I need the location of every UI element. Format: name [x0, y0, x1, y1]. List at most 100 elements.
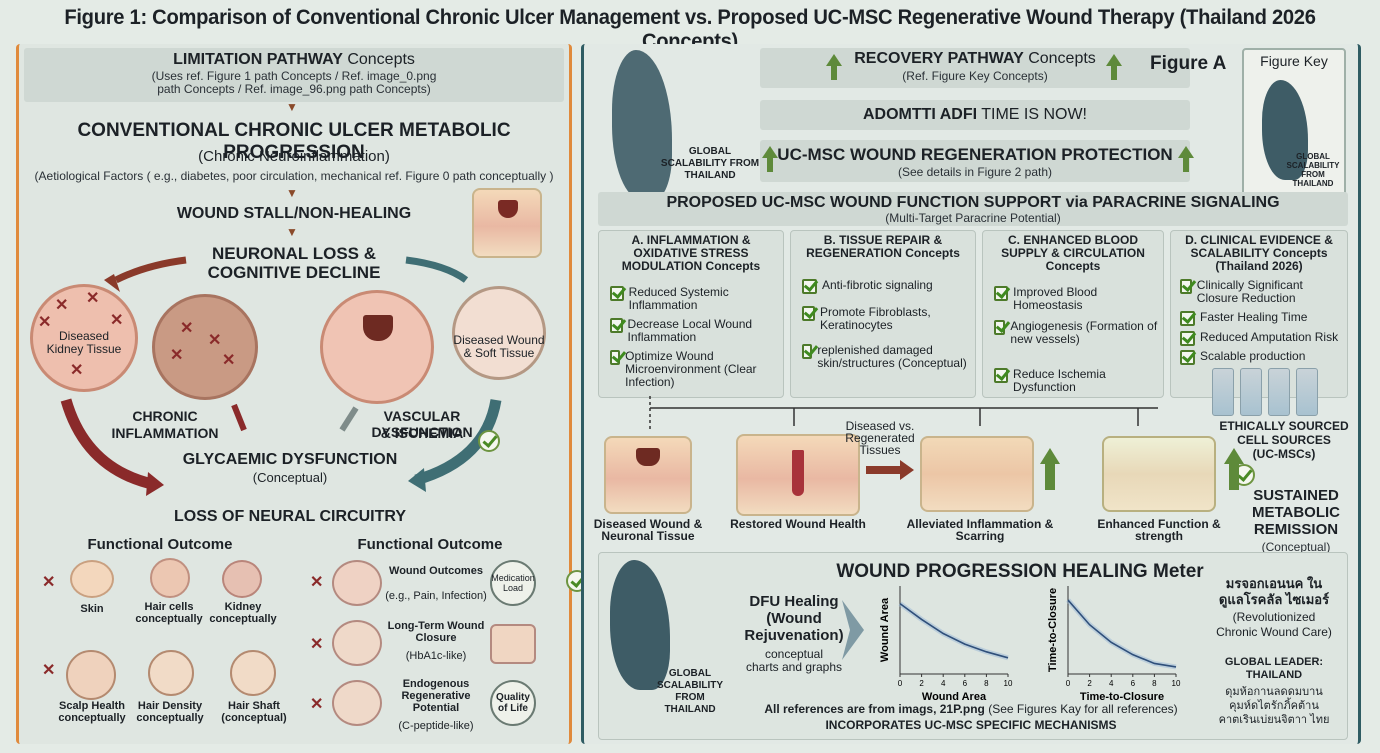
x-tick-label: 2 — [1087, 679, 1092, 688]
cross-icon: ✕ — [110, 312, 124, 329]
outcome-wound-title: Wound Outcomes — [389, 565, 483, 577]
cross-icon: ✕ — [70, 362, 84, 379]
cross-icon: ✕ — [38, 314, 52, 331]
ethically-3: (UC-MSCs) — [1252, 447, 1316, 461]
recovery-title: RECOVERY PATHWAY Concepts — [854, 50, 1096, 67]
time-now-label: ADOMTTI ADFI TIME IS NOW! — [863, 106, 1087, 123]
figure-key-scalability: GLOBAL SCALABILITY FROM THAILAND — [1286, 152, 1340, 188]
series-line — [1067, 599, 1177, 668]
column-c-title: C. ENHANCED BLOOD SUPPLY & CIRCULATION C… — [1001, 233, 1145, 273]
x-tick-label: 10 — [1004, 679, 1013, 688]
medication-load-badge: Medication Load — [490, 560, 536, 606]
brain-icon — [332, 560, 382, 606]
diseased-kidney-circle — [30, 284, 138, 392]
column-b-item: Promote Fibroblasts, Keratinocytes — [802, 306, 972, 332]
outcome-wound-sub: (e.g., Pain, Infection) — [385, 590, 487, 602]
wound-stall: WOUND STALL/NON-HEALING — [176, 205, 412, 222]
sustained-3: REMISSION — [1253, 521, 1339, 538]
ethically-2: CELL SOURCES — [1237, 433, 1331, 447]
outcome-closure-sub: (HbA1c-like) — [405, 650, 467, 662]
cross-icon: ✕ — [310, 574, 324, 591]
outcome-skin: Skin — [80, 603, 104, 615]
limitation-header — [24, 48, 564, 102]
right-arrow-icon — [866, 460, 914, 480]
checkbox-icon — [610, 350, 621, 365]
incorporates-line: INCORPORATES UC-MSC SPECIFIC MECHANISMS — [825, 718, 1117, 732]
cross-icon: ✕ — [310, 636, 324, 653]
support-title: PROPOSED UC-MSC WOUND FUNCTION SUPPORT v… — [666, 194, 1280, 211]
kidney-label-1: Diseased — [58, 329, 110, 343]
column-a — [598, 230, 784, 398]
x-axis-label: Time-to-Closure — [1080, 691, 1164, 700]
limitation-title: LIMITATION PATHWAY Concepts — [173, 51, 415, 68]
sustained-sub: (Conceptual) — [1261, 540, 1331, 554]
references-line: All references are from imags, 21P.png (… — [764, 702, 1178, 716]
series-line — [899, 602, 1009, 659]
chart-down-icon — [148, 650, 194, 696]
stage-alleviated-label: Alleviated Inflammation & Scarring — [906, 517, 1054, 543]
neuronal-loss-2: COGNITIVE DECLINE — [207, 263, 381, 282]
limitation-sub-2: path Concepts / Ref. image_96.png path C… — [157, 82, 431, 96]
column-b — [790, 230, 976, 398]
revolutionized-1: (Revolutionized — [1232, 610, 1316, 624]
column-d-item: Clinically Significant Closure Reduction — [1180, 279, 1344, 305]
cross-icon: ✕ — [170, 347, 184, 364]
time-now-band — [760, 100, 1190, 130]
checkbox-icon — [1180, 350, 1195, 365]
column-a-item: Reduced Systemic Inflammation — [610, 286, 780, 312]
checkbox-icon — [802, 344, 813, 359]
vials-icon — [1212, 368, 1340, 416]
chronic-label-1: CHRONIC — [132, 408, 198, 424]
x-tick-label: 6 — [963, 679, 968, 688]
global-scalability-bottom: GLOBAL SCALABILITY FROM THAILAND — [656, 668, 724, 715]
limitation-sub-1: (Uses ref. Figure 1 path Concepts / Ref.… — [151, 69, 437, 83]
x-tick-label: 6 — [1131, 679, 1136, 688]
checkbox-icon — [994, 320, 1006, 335]
check-icon — [478, 430, 500, 452]
y-axis-label: Time-to-Closure — [1047, 588, 1059, 672]
glycaemic-sub: (Conceptual) — [252, 470, 328, 485]
up-arrow-icon — [1178, 146, 1194, 172]
series-band — [1066, 598, 1177, 670]
ethically-1: ETHICALLY SOURCED — [1219, 419, 1349, 433]
column-a-title: A. INFLAMMATION & OXIDATIVE STRESS MODUL… — [621, 233, 761, 273]
column-d-item: Scalable production — [1180, 350, 1344, 365]
aetiology-text: (Aetiological Factors ( e.g., diabetes, … — [34, 169, 554, 183]
x-tick-label: 10 — [1172, 679, 1181, 688]
column-d-item: Faster Healing Time — [1180, 311, 1344, 326]
wound-circle — [320, 290, 434, 404]
down-arrow-icon: ▼ — [286, 100, 298, 114]
thai-text-3: ดุมห้อกานลดดมบาน — [1225, 686, 1323, 698]
outcome-hair-cells: Hair cells conceptually — [135, 601, 203, 625]
dfu-sub-2: charts and graphs — [745, 660, 843, 674]
diseased-vs-label: Diseased vs. Regenerated Tissues — [845, 419, 915, 457]
cross-icon: ✕ — [86, 290, 100, 307]
outcome-hair-density: Hair Density conceptually — [136, 700, 204, 724]
meter-title: WOUND PROGRESSION HEALING Meter — [836, 561, 1204, 582]
sustained-1: SUSTAINED — [1253, 487, 1339, 504]
wound-thumbnail — [472, 188, 542, 258]
quality-of-life-badge: Quality of Life — [490, 680, 536, 726]
stage-enhanced-label: Enhanced Function & strength — [1097, 517, 1221, 543]
up-arrow-icon — [1224, 448, 1244, 490]
leader-2: THAILAND — [1245, 669, 1303, 681]
gauge-icon — [66, 650, 116, 700]
column-b-title: B. TISSUE REPAIR & REGENERATION Concepts — [806, 233, 960, 260]
thai-text-5: คาตเรินเบ่ยนจิตาา ไทย — [1218, 714, 1330, 726]
chevron-right-icon — [842, 600, 864, 660]
cross-icon: ✕ — [310, 696, 324, 713]
cross-icon: ✕ — [208, 332, 222, 349]
up-arrow-icon — [1106, 54, 1122, 80]
progression-title: CONVENTIONAL CHRONIC ULCER METABOLIC PRO… — [77, 120, 511, 163]
down-arrow-icon: ▼ — [286, 225, 298, 239]
figure-key-label: Figure Key — [1260, 53, 1328, 69]
down-arrow-icon: ▼ — [286, 186, 298, 200]
loss-neural-label: LOSS OF NEURAL CIRCUITRY — [173, 508, 406, 525]
chronic-label-2: INFLAMMATION — [111, 425, 219, 441]
cross-icon: ✕ — [180, 320, 194, 337]
column-c-item: Reduce Ischemia Dysfunction — [994, 368, 1158, 394]
kidney-label-2: Kidney Tissue — [46, 342, 122, 356]
stage-diseased-label: Diseased Wound & Neuronal Tissue — [593, 517, 703, 543]
skin-icon — [70, 560, 114, 598]
